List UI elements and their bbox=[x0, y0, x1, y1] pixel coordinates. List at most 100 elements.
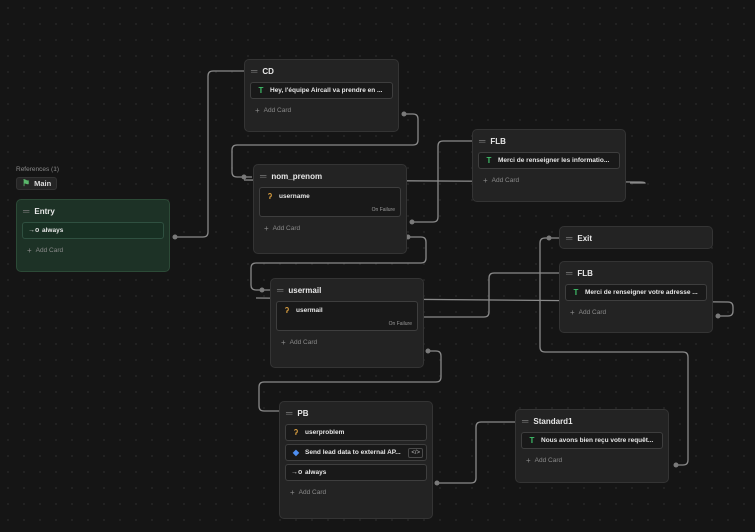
add-card-button[interactable]: + Add Card bbox=[560, 304, 712, 320]
port-nom-prenom-failure bbox=[409, 219, 415, 225]
node-header[interactable]: ═ PB bbox=[280, 402, 432, 424]
card-text: Merci de renseigner les informatio... bbox=[498, 157, 610, 164]
add-card-button[interactable]: + Add Card bbox=[280, 484, 432, 500]
card-api-request[interactable]: ◆ Send lead data to external AP... </> bbox=[285, 444, 427, 461]
add-card-label: Add Card bbox=[491, 176, 520, 184]
node-header[interactable]: ═ Entry bbox=[17, 200, 169, 222]
add-card-button[interactable]: + Add Card bbox=[473, 172, 625, 188]
add-card-label: Add Card bbox=[272, 224, 301, 232]
drag-handle-icon[interactable]: ═ bbox=[23, 205, 30, 216]
node-header[interactable]: ═ FLB bbox=[560, 262, 712, 284]
node-title: CD bbox=[262, 66, 274, 76]
node-exit[interactable]: ═ Exit bbox=[559, 226, 713, 249]
card-always[interactable]: →o always bbox=[285, 464, 427, 481]
port-cd-out bbox=[401, 111, 407, 117]
node-header[interactable]: ═ Standard1 bbox=[516, 410, 668, 432]
node-title: Standard1 bbox=[533, 416, 573, 426]
node-flb[interactable]: ═ FLB T Merci de renseigner votre adress… bbox=[559, 261, 713, 333]
drag-handle-icon[interactable]: ═ bbox=[286, 407, 293, 418]
references-panel: References (1) ⚑ Main bbox=[16, 166, 59, 191]
card-text: userproblem bbox=[305, 429, 345, 436]
card-capture-usermail[interactable]: ʔ usermail On Failure bbox=[276, 301, 418, 331]
drag-handle-icon[interactable]: ═ bbox=[260, 170, 267, 181]
plus-icon: + bbox=[264, 223, 269, 233]
node-title: Exit bbox=[577, 233, 593, 243]
add-card-label: Add Card bbox=[298, 488, 327, 496]
node-nom-prenom[interactable]: ═ nom_prenom ʔ username On Failure + Add… bbox=[253, 164, 407, 254]
ear-icon: ʔ bbox=[293, 428, 299, 437]
card-text: Hey, l'équipe Aircall va prendre en ... bbox=[270, 87, 383, 94]
port-flb2-out bbox=[715, 313, 721, 319]
port-flb2-in bbox=[259, 287, 265, 293]
card-text: Send lead data to external AP... bbox=[305, 449, 401, 456]
node-header[interactable]: ═ Exit bbox=[560, 227, 712, 249]
node-title: nom_prenom bbox=[271, 171, 323, 181]
plus-icon: + bbox=[570, 307, 575, 317]
add-card-label: Add Card bbox=[263, 106, 292, 114]
code-icon[interactable]: </> bbox=[408, 447, 423, 458]
card-capture-userproblem[interactable]: ʔ userproblem bbox=[285, 424, 427, 441]
node-header[interactable]: ═ FLB bbox=[473, 130, 625, 152]
flag-icon: ⚑ bbox=[22, 178, 31, 188]
add-card-button[interactable]: + Add Card bbox=[516, 452, 668, 468]
node-flb[interactable]: ═ FLB T Merci de renseigner les informat… bbox=[472, 129, 626, 202]
add-card-label: Add Card bbox=[35, 246, 64, 254]
drag-handle-icon[interactable]: ═ bbox=[566, 232, 573, 243]
card-capture-username[interactable]: ʔ username On Failure bbox=[259, 187, 401, 217]
drag-handle-icon[interactable]: ═ bbox=[522, 415, 529, 426]
text-icon: T bbox=[573, 288, 579, 297]
text-icon: T bbox=[258, 86, 264, 95]
node-header[interactable]: ═ CD bbox=[245, 60, 398, 82]
port-pb-always bbox=[434, 480, 440, 486]
port-exit-in bbox=[546, 235, 552, 241]
node-entry[interactable]: ═ Entry →o always + Add Card bbox=[16, 199, 170, 272]
drag-handle-icon[interactable]: ═ bbox=[566, 267, 573, 278]
node-pb[interactable]: ═ PB ʔ userproblem ◆ Send lead data to e… bbox=[279, 401, 433, 519]
on-failure-label: On Failure bbox=[388, 321, 412, 327]
port-entry-always bbox=[172, 234, 178, 240]
wire-entry-to-cd bbox=[175, 70, 244, 238]
card-text: username bbox=[279, 193, 310, 200]
port-flb1-in bbox=[241, 174, 247, 180]
port-standard1-out bbox=[673, 462, 679, 468]
card-always[interactable]: →o always bbox=[22, 222, 164, 239]
on-failure-label: On Failure bbox=[371, 207, 395, 213]
add-card-button[interactable]: + Add Card bbox=[254, 220, 406, 236]
node-standard1[interactable]: ═ Standard1 T Nous avons bien reçu votre… bbox=[515, 409, 669, 483]
main-reference-label: Main bbox=[34, 179, 52, 188]
wire-usermail-to-flb2 bbox=[420, 272, 559, 318]
api-icon: ◆ bbox=[292, 448, 300, 457]
card-text-message[interactable]: T Merci de renseigner les informatio... bbox=[478, 152, 620, 169]
plus-icon: + bbox=[255, 105, 260, 115]
plus-icon: + bbox=[483, 175, 488, 185]
text-icon: T bbox=[486, 156, 492, 165]
add-card-label: Add Card bbox=[289, 338, 318, 346]
plus-icon: + bbox=[27, 245, 32, 255]
drag-handle-icon[interactable]: ═ bbox=[251, 65, 258, 76]
add-card-button[interactable]: + Add Card bbox=[17, 242, 169, 258]
ear-icon: ʔ bbox=[267, 192, 273, 201]
card-text: Merci de renseigner votre adresse ... bbox=[585, 289, 698, 296]
wire-nom-prenom-to-flb1 bbox=[412, 140, 472, 223]
main-reference-chip[interactable]: ⚑ Main bbox=[16, 177, 58, 190]
node-usermail[interactable]: ═ usermail ʔ usermail On Failure + Add C… bbox=[270, 278, 424, 368]
node-header[interactable]: ═ nom_prenom bbox=[254, 165, 406, 187]
add-card-button[interactable]: + Add Card bbox=[271, 334, 423, 350]
text-icon: T bbox=[529, 436, 535, 445]
card-text-message[interactable]: T Hey, l'équipe Aircall va prendre en ..… bbox=[250, 82, 393, 99]
card-text: always bbox=[42, 227, 64, 234]
node-header[interactable]: ═ usermail bbox=[271, 279, 423, 301]
plus-icon: + bbox=[281, 337, 286, 347]
card-text-message[interactable]: T Merci de renseigner votre adresse ... bbox=[565, 284, 707, 301]
node-title: usermail bbox=[288, 285, 322, 295]
drag-handle-icon[interactable]: ═ bbox=[479, 135, 486, 146]
add-card-button[interactable]: + Add Card bbox=[245, 102, 398, 118]
node-title: Entry bbox=[34, 206, 55, 216]
drag-handle-icon[interactable]: ═ bbox=[277, 284, 284, 295]
plus-icon: + bbox=[526, 455, 531, 465]
node-cd[interactable]: ═ CD T Hey, l'équipe Aircall va prendre … bbox=[244, 59, 399, 132]
arrow-right-circle-icon: →o bbox=[28, 227, 40, 234]
plus-icon: + bbox=[290, 487, 295, 497]
card-text-message[interactable]: T Nous avons bien reçu votre requêt... bbox=[521, 432, 663, 449]
